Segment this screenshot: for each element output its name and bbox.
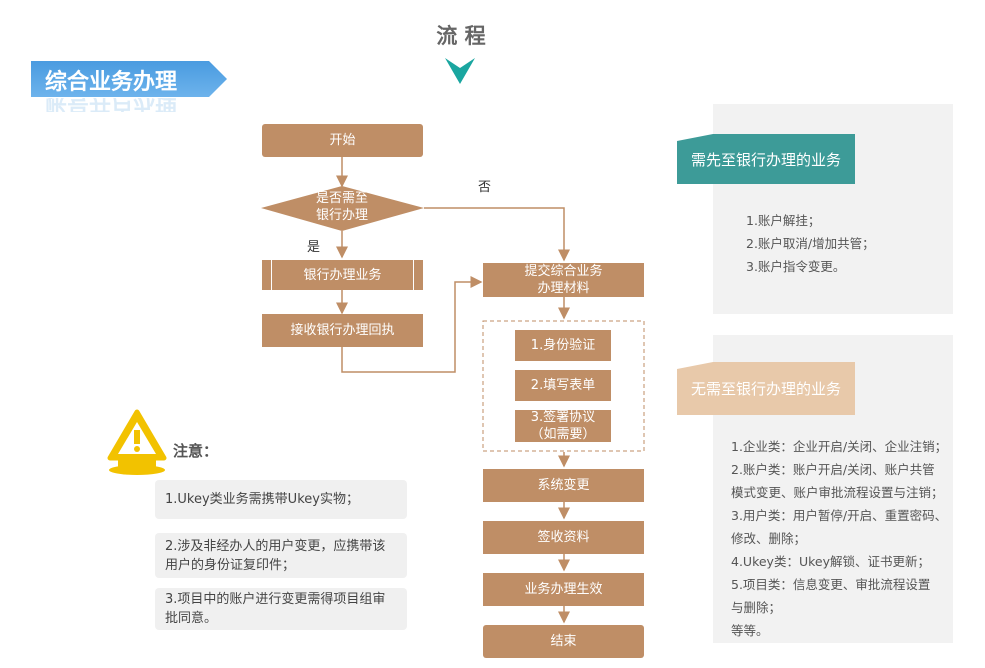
flow-effective: 业务办理生效 [483,573,644,606]
warning-icon [107,409,167,475]
panel-nobank-line: 5.项目类：信息变更、审批流程设置 [731,577,931,592]
chevron-down-icon [445,58,475,84]
flow-system-change: 系统变更 [483,469,644,502]
panel-nobank-line: 等等。 [731,623,769,638]
notice-item-2: 2.涉及非经办人的用户变更，应携带该用户的身份证复印件； [155,533,407,578]
flow-yes-label: 是 [307,240,321,255]
panel-bank-item: 2.账户取消/增加共管； [746,236,875,251]
flow-submit-materials: 提交综合业务 办理材料 [483,263,644,297]
decision-diamond [261,186,424,231]
process-title: 流 程 [436,24,486,48]
panel-bank-list: 1.账户解挂； 2.账户取消/增加共管； 3.账户指令变更。 [746,209,875,278]
flow-end: 结束 [483,625,644,658]
banner: 综合业务办理 [31,61,231,98]
flow-step-identity: 1.身份验证 [515,330,611,361]
panel-nobank-list: 1.企业类：企业开启/关闭、企业注销； 2.账户类：账户开启/关闭、账户共管 模… [731,435,947,642]
flow-step-form: 2.填写表单 [515,370,611,401]
panel-nobank-line: 3.用户类：用户暂停/开启、重置密码、 [731,508,948,523]
panel-nobank-line: 2.账户类：账户开启/关闭、账户共管 [731,462,935,477]
notice-title: 注意： [173,442,219,460]
notice-item-1: 1.Ukey类业务需携带Ukey实物； [155,480,407,519]
panel-bank-item: 1.账户解挂； [746,213,821,228]
flow-start: 开始 [262,124,423,157]
panel-nobank-line: 模式变更、账户审批流程设置与注销； [731,485,944,500]
flow-decision-label: 是否需至 银行办理 [315,191,368,223]
panel-nobank-title: 无需至银行办理的业务 [677,362,855,415]
flow-sign-receive: 签收资料 [483,521,644,554]
panel-nobank-line: 1.企业类：企业开启/关闭、企业注销； [731,439,948,454]
panel-nobank-line: 与删除； [731,600,782,615]
flow-step-agreement: 3.签署协议 （如需要） [515,410,611,442]
panel-nobank-line: 4.Ukey类：Ukey解锁、证书更新； [731,554,930,569]
flow-bank-process: 银行办理业务 [262,260,423,290]
panel-bank-item: 3.账户指令变更。 [746,259,846,274]
panel-nobank-line: 修改、删除； [731,531,807,546]
panel-bank-title: 需先至银行办理的业务 [677,134,855,184]
banner-title: 综合业务办理 [45,70,178,95]
flow-no-label: 否 [478,180,492,195]
flow-receive-receipt: 接收银行办理回执 [262,314,423,347]
notice-item-3: 3.项目中的账户进行变更需得项目组审批同意。 [155,588,407,630]
